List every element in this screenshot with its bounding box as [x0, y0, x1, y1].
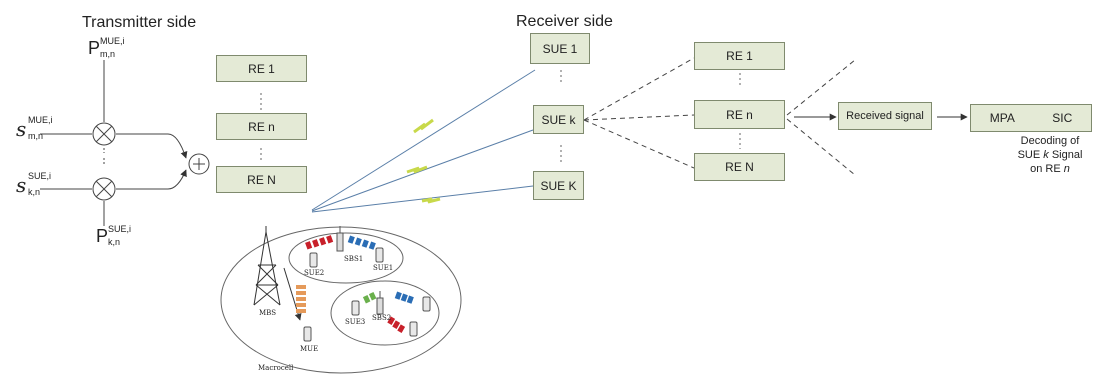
sue3-label: SUE3 [345, 318, 366, 326]
receiver-heading: Receiver side [516, 13, 613, 30]
p-sue-symbol: P SUE,i k,n [96, 224, 132, 247]
rx-re-n-box: RE n [694, 100, 785, 129]
macrocell-ellipse [220, 226, 462, 374]
sbs1-antenna-icon [336, 226, 344, 252]
rx-sue-k-box: SUE k [533, 105, 584, 134]
smallcell-1 [288, 232, 404, 284]
sue3-resource-blocks [362, 292, 377, 304]
macrocell-label: Macrocell [258, 364, 294, 372]
sbs2-antenna-icon [376, 291, 384, 315]
p-mue-symbol: P MUE,i m,n [88, 36, 125, 59]
sic-label: SIC [1052, 111, 1073, 125]
smallcell-2 [330, 280, 440, 346]
mue-resource-blocks [296, 285, 306, 313]
mbs-label: MBS [259, 309, 277, 317]
phone-icons [303, 247, 431, 342]
rx-re-N-box: RE N [694, 153, 785, 181]
sbs2-red-blocks [387, 316, 406, 333]
sbs2-blue-blocks [394, 291, 414, 304]
sue1-resource-blocks [347, 235, 376, 250]
mbs-tower-icon [253, 226, 281, 306]
rx-re-1-box: RE 1 [694, 42, 785, 70]
rx-sue-K-box: SUE K [533, 171, 584, 200]
tx-re-N-box: RE N [216, 166, 307, 193]
sbs2-label: SBS2 [372, 314, 392, 322]
sue1-label: SUE1 [373, 264, 394, 272]
sue2-resource-blocks [305, 235, 334, 250]
sue2-label: SUE2 [304, 269, 325, 277]
multiplier-sue [92, 177, 116, 201]
transmitter-wiring [40, 60, 188, 226]
decoding-note: Decoding of SUE k Signal on RE n [1017, 135, 1083, 175]
tx-re-n-box: RE n [216, 113, 307, 140]
rx-fanout [583, 57, 856, 176]
mpa-label: MPA [989, 111, 1015, 125]
mue-label: MUE [300, 345, 319, 353]
decoder-box: MPA SIC [970, 104, 1092, 132]
multiplier-mue [92, 122, 116, 146]
sbs1-label: SBS1 [344, 255, 364, 263]
s-sue-symbol: s SUE,i k,n [16, 171, 52, 197]
tx-re-1-box: RE 1 [216, 55, 307, 82]
adder [188, 153, 210, 175]
rx-sue-1-box: SUE 1 [530, 33, 590, 64]
wireless-links [311, 69, 536, 213]
network-illustration [220, 226, 462, 374]
received-signal-box: Received signal [838, 102, 932, 130]
transmitter-heading: Transmitter side [82, 14, 197, 31]
s-mue-symbol: s MUE,i m,n [16, 115, 53, 141]
